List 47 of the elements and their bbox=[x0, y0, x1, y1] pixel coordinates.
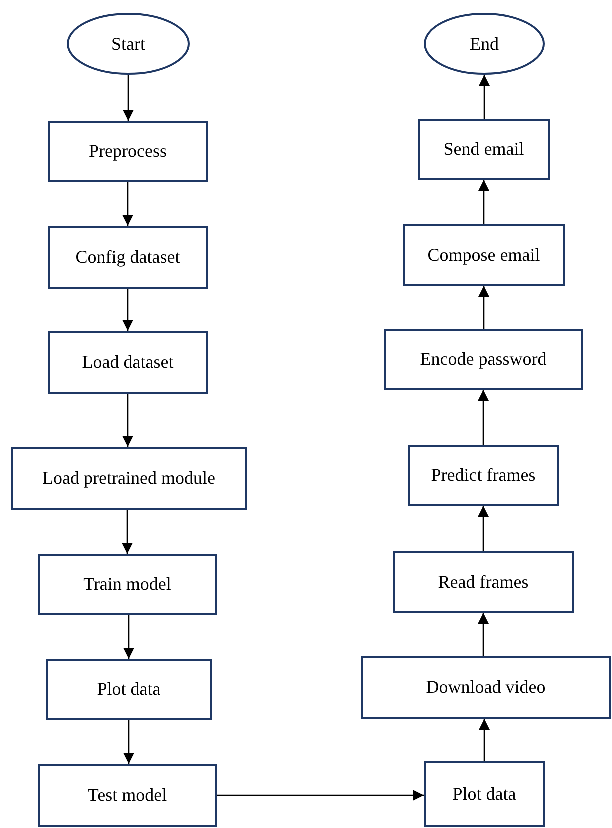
node-label: Compose email bbox=[428, 244, 540, 266]
arrow bbox=[124, 720, 134, 764]
node-label: Preprocess bbox=[89, 141, 167, 162]
arrow bbox=[478, 613, 489, 656]
node-label: Encode password bbox=[420, 349, 547, 370]
arrow bbox=[479, 719, 490, 761]
process-box bbox=[424, 761, 545, 827]
node-label: Load dataset bbox=[82, 352, 174, 373]
node-label: Config dataset bbox=[76, 247, 180, 268]
process-box bbox=[48, 121, 208, 182]
process-box bbox=[384, 329, 583, 390]
arrow bbox=[124, 615, 134, 659]
arrow bbox=[479, 75, 490, 119]
process-box bbox=[393, 551, 574, 613]
process-box bbox=[46, 659, 212, 720]
process-box bbox=[48, 226, 208, 289]
node-label: Plot data bbox=[452, 784, 516, 804]
arrow bbox=[478, 506, 489, 551]
process-box bbox=[38, 764, 217, 827]
node-label: Send email bbox=[444, 139, 524, 160]
arrow bbox=[122, 182, 134, 226]
process-box bbox=[418, 119, 550, 180]
arrow bbox=[123, 75, 134, 121]
node-label: Download video bbox=[426, 677, 546, 698]
arrow bbox=[217, 790, 424, 801]
terminal-ellipse bbox=[424, 13, 545, 75]
arrow bbox=[478, 286, 490, 329]
process-box bbox=[48, 331, 208, 394]
process-box bbox=[11, 447, 247, 510]
node-label: Read frames bbox=[438, 572, 529, 592]
arrow bbox=[122, 394, 134, 447]
process-box bbox=[361, 656, 611, 719]
process-box bbox=[38, 554, 217, 615]
node-label: Predict frames bbox=[431, 465, 536, 486]
arrow bbox=[122, 289, 134, 331]
process-box bbox=[408, 445, 559, 506]
node-label: Load pretrained module bbox=[42, 468, 216, 489]
arrow bbox=[478, 180, 490, 224]
terminal-ellipse bbox=[67, 13, 190, 75]
arrow bbox=[478, 390, 489, 445]
process-box bbox=[403, 224, 565, 286]
node-label: Start bbox=[112, 34, 146, 54]
node-label: Train model bbox=[84, 574, 172, 595]
arrow bbox=[122, 510, 133, 554]
node-label: End bbox=[470, 34, 499, 54]
node-label: Plot data bbox=[97, 679, 161, 700]
node-label: Test model bbox=[88, 785, 168, 806]
